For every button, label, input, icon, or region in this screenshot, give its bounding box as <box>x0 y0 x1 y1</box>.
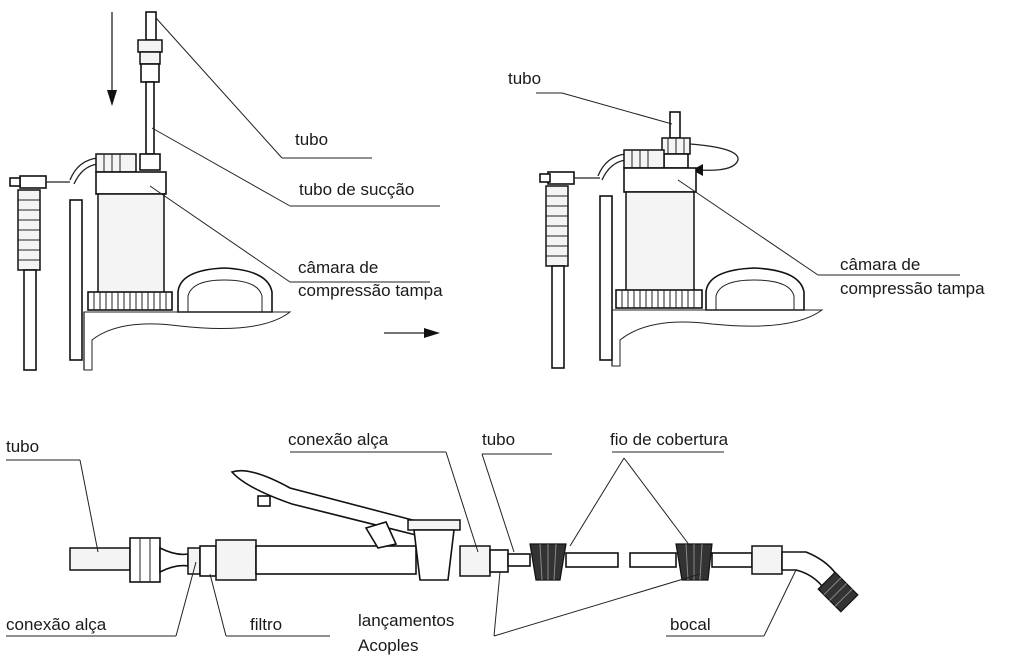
down-arrow-icon <box>107 12 117 106</box>
nozzle-tip <box>817 571 859 613</box>
compression-chamber-right <box>615 167 703 309</box>
spray-wand-right <box>539 171 600 369</box>
label-filtro: filtro <box>250 615 282 634</box>
hose-tube <box>69 547 131 571</box>
label-fio-cobertura: fio de cobertura <box>610 430 729 449</box>
valve-head <box>413 529 455 581</box>
label-tubo-bottom-mid: tubo <box>482 430 515 449</box>
label-camara-top-left-2: compressão tampa <box>298 281 443 300</box>
label-tubo-top-right: tubo <box>508 69 541 88</box>
side-hose <box>69 199 83 361</box>
label-camara-top-left-1: câmara de <box>298 258 378 277</box>
compression-chamber <box>87 171 173 311</box>
tube-with-nut <box>661 111 691 169</box>
label-bocal: bocal <box>670 615 711 634</box>
rotate-arrow-icon <box>689 143 739 176</box>
spray-wand-left <box>9 175 70 371</box>
bottom-lance-assembly: tubo conexão alça tubo fio de cobertura … <box>6 430 859 655</box>
right-arrow-icon <box>384 328 440 338</box>
hose-nut <box>129 537 161 583</box>
label-camara-top-right-2: compressão tampa <box>840 279 985 298</box>
tank-handle <box>177 267 273 313</box>
label-lancamentos: lançamentos <box>358 611 454 630</box>
tank-body <box>83 311 292 371</box>
top-right-sprayer: tubo câmara de compressão tampa <box>508 69 985 369</box>
label-tubo-bottom-left: tubo <box>6 437 39 456</box>
suction-tube <box>137 11 163 171</box>
label-conexao-alca-top: conexão alça <box>288 430 389 449</box>
label-tubo-top-left: tubo <box>295 130 328 149</box>
top-left-sprayer: tubo tubo de sucção câmara de compressão… <box>9 11 443 371</box>
label-acoples: Acoples <box>358 636 418 655</box>
label-conexao-alca-bottom: conexão alça <box>6 615 107 634</box>
outlet-fitting <box>95 153 137 173</box>
label-camara-top-right-1: câmara de <box>840 255 920 274</box>
handle-tube <box>255 545 417 575</box>
filter-body <box>215 539 257 581</box>
label-tubo-succao: tubo de sucção <box>299 180 414 199</box>
